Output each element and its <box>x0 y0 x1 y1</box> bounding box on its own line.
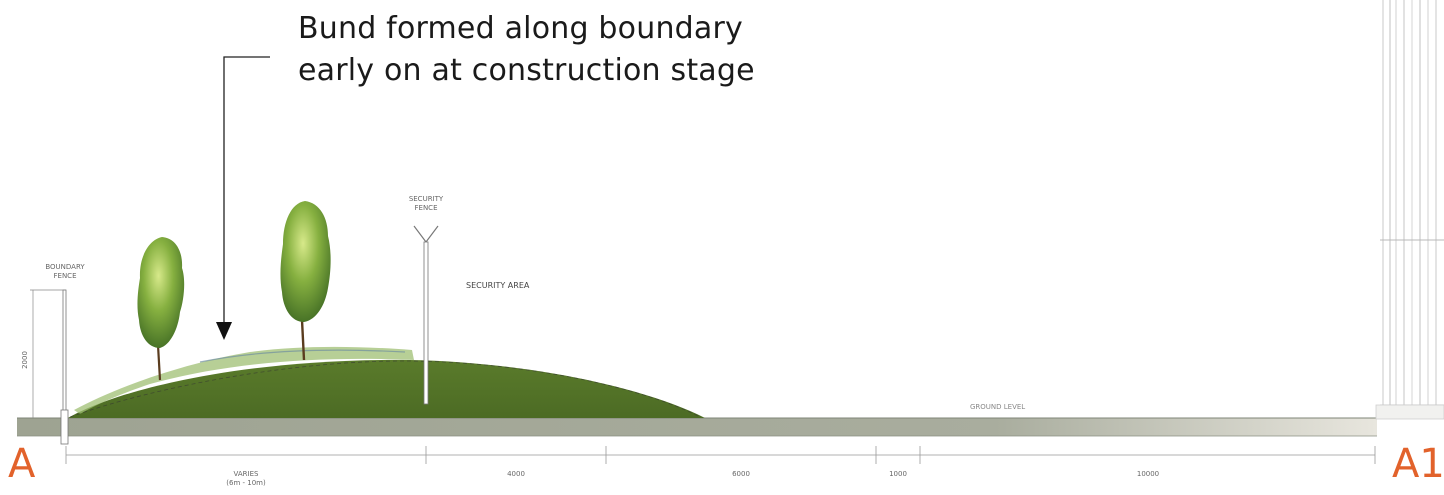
security-fence-label-2: FENCE <box>415 204 438 212</box>
shrub-planting <box>74 346 414 414</box>
ground-strip <box>17 418 1377 436</box>
tree-left <box>137 237 185 381</box>
fence-height-label: 2000 <box>21 351 29 369</box>
dim-10000: 10000 <box>1137 470 1159 478</box>
callout-leader <box>216 56 270 340</box>
security-fence-label-1: SECURITY <box>409 195 444 203</box>
dim-1000: 1000 <box>889 470 907 478</box>
section-marker-a1: A1 <box>1392 441 1444 487</box>
dim-4000: 4000 <box>507 470 525 478</box>
ground-level-label: GROUND LEVEL <box>970 403 1025 411</box>
callout-line-2: early on at construction stage <box>298 53 755 88</box>
dim-varies: VARIES <box>234 470 259 478</box>
dimension-string: VARIES (6m - 10m) 4000 6000 1000 10000 <box>65 446 1376 487</box>
boundary-fence: 2000 BOUNDARY FENCE <box>21 263 85 445</box>
tree-right <box>280 201 331 361</box>
building-elevation <box>1375 0 1444 420</box>
dim-varies-range: (6m - 10m) <box>226 479 266 487</box>
security-fence: SECURITY FENCE <box>409 195 444 405</box>
dim-6000: 6000 <box>732 470 750 478</box>
earth-bund <box>68 359 705 418</box>
section-marker-a: A <box>8 441 36 487</box>
boundary-fence-label-1: BOUNDARY <box>45 263 85 271</box>
callout-line-1: Bund formed along boundary <box>298 11 743 46</box>
bund-callout: Bund formed along boundary early on at c… <box>298 8 755 92</box>
boundary-fence-label-2: FENCE <box>54 272 77 280</box>
security-area-label: SECURITY AREA <box>466 281 530 290</box>
